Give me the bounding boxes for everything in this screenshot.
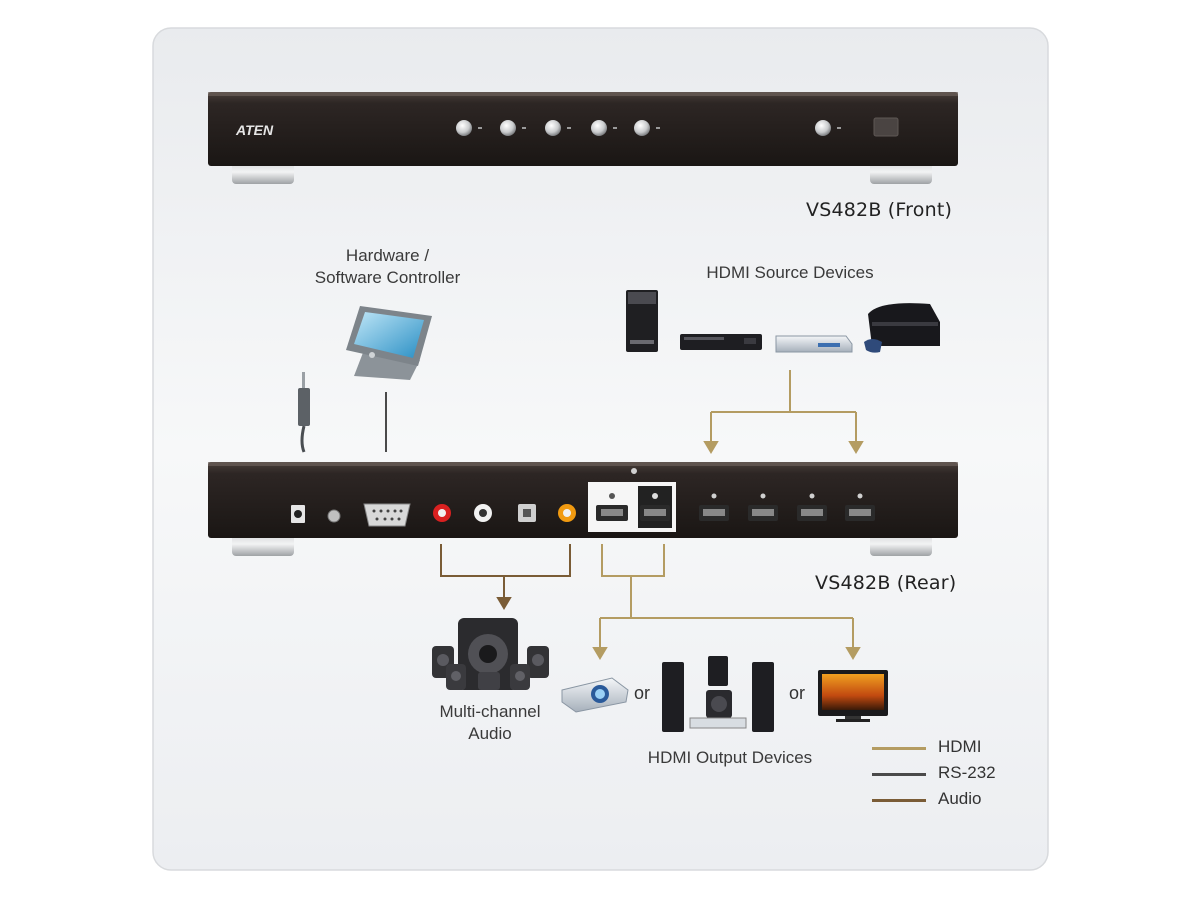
audio-label-line-2: Audio [468,724,512,743]
speaker-system-icon [432,618,549,690]
rear-view-label: VS482B (Rear) [815,572,957,594]
front-chassis [208,92,958,166]
legend-label-hdmi: HDMI [938,737,982,756]
touch-panel-controller-icon [346,306,432,380]
audio-label-line-1: Multi-channel [439,702,541,721]
pc-tower-icon [626,290,658,352]
legend-label-audio: Audio [938,789,982,808]
hdmi-input-ports [699,493,875,521]
input-2-button [500,120,516,136]
outputs-label: HDMI Output Devices [647,748,813,767]
set-top-box-icon [775,335,853,353]
dvd-player-icon [680,334,762,350]
legend-item-hdmi: HDMI [872,736,1032,758]
front-view-label: VS482B (Front) [806,199,953,221]
legend-swatch-hdmi [872,747,926,750]
front-buttons [456,120,841,136]
ir-receiver-window [873,117,899,137]
projector-icon [561,677,629,713]
game-console-icon [864,303,940,353]
rs232-port [363,503,411,527]
hdtv-icon [818,670,888,722]
output-button [634,120,650,136]
legend-label-rs232: RS-232 [938,763,996,782]
or-separator-1: or [634,683,651,703]
audio-lines [440,544,571,610]
controller-label-line-1: Hardware / [345,246,430,265]
controller-label: Hardware / Software Controller [300,245,475,289]
legend-swatch-rs232 [872,773,926,776]
brand-logo: ATEN [235,122,274,138]
rear-unit [208,462,958,556]
input-1-button [456,120,472,136]
hdmi-input-lines [703,370,864,454]
home-theater-icon [662,656,774,732]
hdmi-source-devices [626,290,940,353]
hdmi-output-lines [592,544,861,660]
or-separator-2: or [789,683,806,703]
rear-chassis [208,462,958,538]
legend-item-audio: Audio [872,788,1032,810]
sources-label: HDMI Source Devices [706,263,874,282]
input-3-button [545,120,561,136]
background-panel [152,27,1049,871]
legend-item-rs232: RS-232 [872,762,1032,784]
input-4-button [591,120,607,136]
controller-label-line-2: Software Controller [314,268,461,287]
mode-button [815,120,831,136]
ground-screw [327,509,341,523]
audio-label: Multi-channel Audio [420,701,560,745]
power-adapter-icon [298,372,310,453]
front-unit [208,92,958,184]
legend-swatch-audio [872,799,926,802]
